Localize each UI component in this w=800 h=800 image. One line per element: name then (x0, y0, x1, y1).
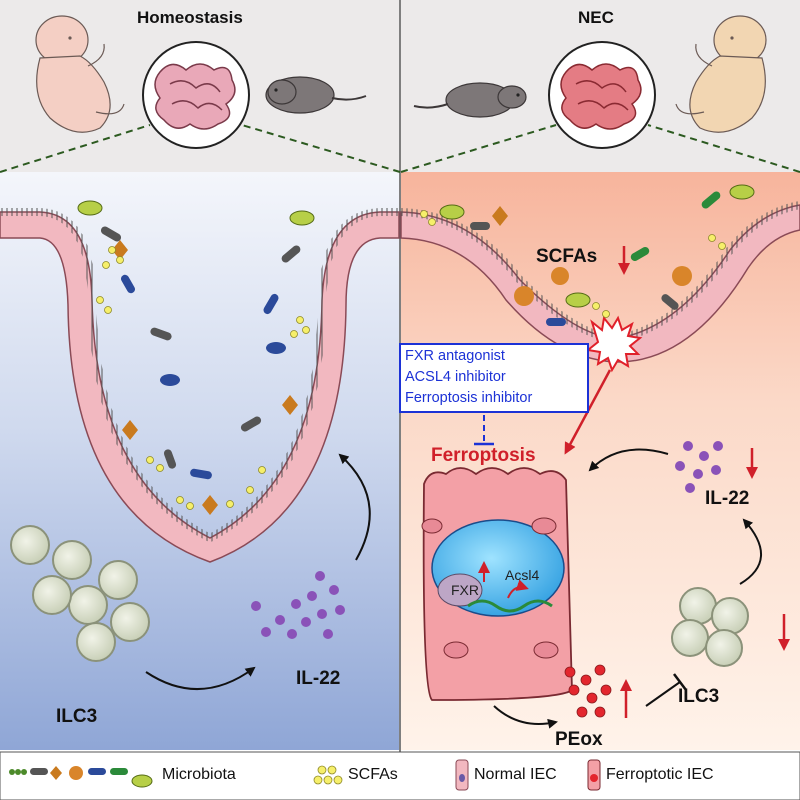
microbiota-right (439, 184, 755, 326)
crypt-epithelium-left (0, 208, 400, 563)
mouse-pup-left (265, 76, 367, 114)
legend-ferroptotic-iec-icon (587, 759, 601, 791)
ilc3-cells-left (10, 525, 150, 662)
inhibitor-ferroptosis: Ferroptosis inhibitor (405, 390, 533, 406)
arrow-ilc3-to-il22 (145, 666, 256, 690)
arrow-il22-to-crypt (338, 453, 371, 561)
ilc3-label-right: ILC3 (678, 686, 720, 707)
legend-microbiota-label: Microbiota (162, 766, 236, 783)
legend-normal-iec-label: Normal IEC (474, 766, 557, 783)
intestine-icon-right (548, 41, 656, 149)
arrow-cell-to-peox (493, 705, 558, 729)
inhibitor-box: FXR antagonist ACSL4 inhibitor Ferroptos… (399, 343, 589, 413)
ferroptotic-iec-cell (421, 467, 573, 701)
nec-title: NEC (578, 8, 614, 27)
il22-label-right: IL-22 (705, 488, 750, 509)
microbiota-left (77, 200, 315, 515)
zoom-guide-right-b (647, 124, 800, 173)
legend-bar (0, 751, 800, 800)
legend-ferroptotic-iec-label: Ferroptotic IEC (606, 766, 714, 783)
inhibitor-acsl4: ACSL4 inhibitor (405, 369, 506, 385)
peox-inhibits-ilc3 (645, 681, 681, 707)
scfa-dots-left (96, 246, 310, 510)
zoom-guide-left-b (241, 124, 401, 173)
scfa-label: SCFAs (536, 246, 598, 267)
legend-normal-iec-icon (455, 759, 469, 791)
acsl4-label: Acsl4 (505, 567, 540, 583)
zoom-guide-right-a (400, 124, 557, 173)
legend-scfa-label: SCFAs (348, 766, 398, 783)
acsl4-transcription-arrow (507, 579, 529, 599)
fxr-label: FXR (451, 582, 479, 598)
scfa-dots-right (420, 210, 726, 318)
legend-scfa-icon (313, 765, 343, 785)
ferroptosis-label: Ferroptosis (431, 445, 536, 466)
ilc3-cells-right (671, 587, 749, 667)
intestine-icon-left (142, 41, 250, 149)
mouse-pup-right (413, 82, 527, 118)
crypt-epithelium-right (400, 201, 800, 373)
ferroptosis-burst (585, 315, 643, 373)
il22-dots-left (251, 571, 345, 639)
zoom-guide-left-a (0, 124, 151, 173)
arrow-ilc3-to-il22-right (739, 518, 762, 585)
peox-label: PEox (555, 729, 603, 750)
legend-microbiota-icons (9, 766, 153, 788)
fxr-protein (437, 573, 483, 607)
homeostasis-title: Homeostasis (137, 8, 243, 27)
peox-inhibits-ilc3-bar (673, 673, 687, 691)
infant-figure-right (675, 15, 767, 133)
il22-label-left: IL-22 (296, 668, 341, 689)
ilc3-label-left: ILC3 (56, 706, 98, 727)
arrow-il22-to-ferroptosis (588, 448, 669, 472)
dna-strand (467, 599, 553, 613)
peox-molecules (564, 664, 612, 718)
il22-dots-right (675, 441, 723, 493)
infant-figure-left (35, 15, 125, 133)
inhibitor-fxr-antagonist: FXR antagonist (405, 348, 505, 364)
